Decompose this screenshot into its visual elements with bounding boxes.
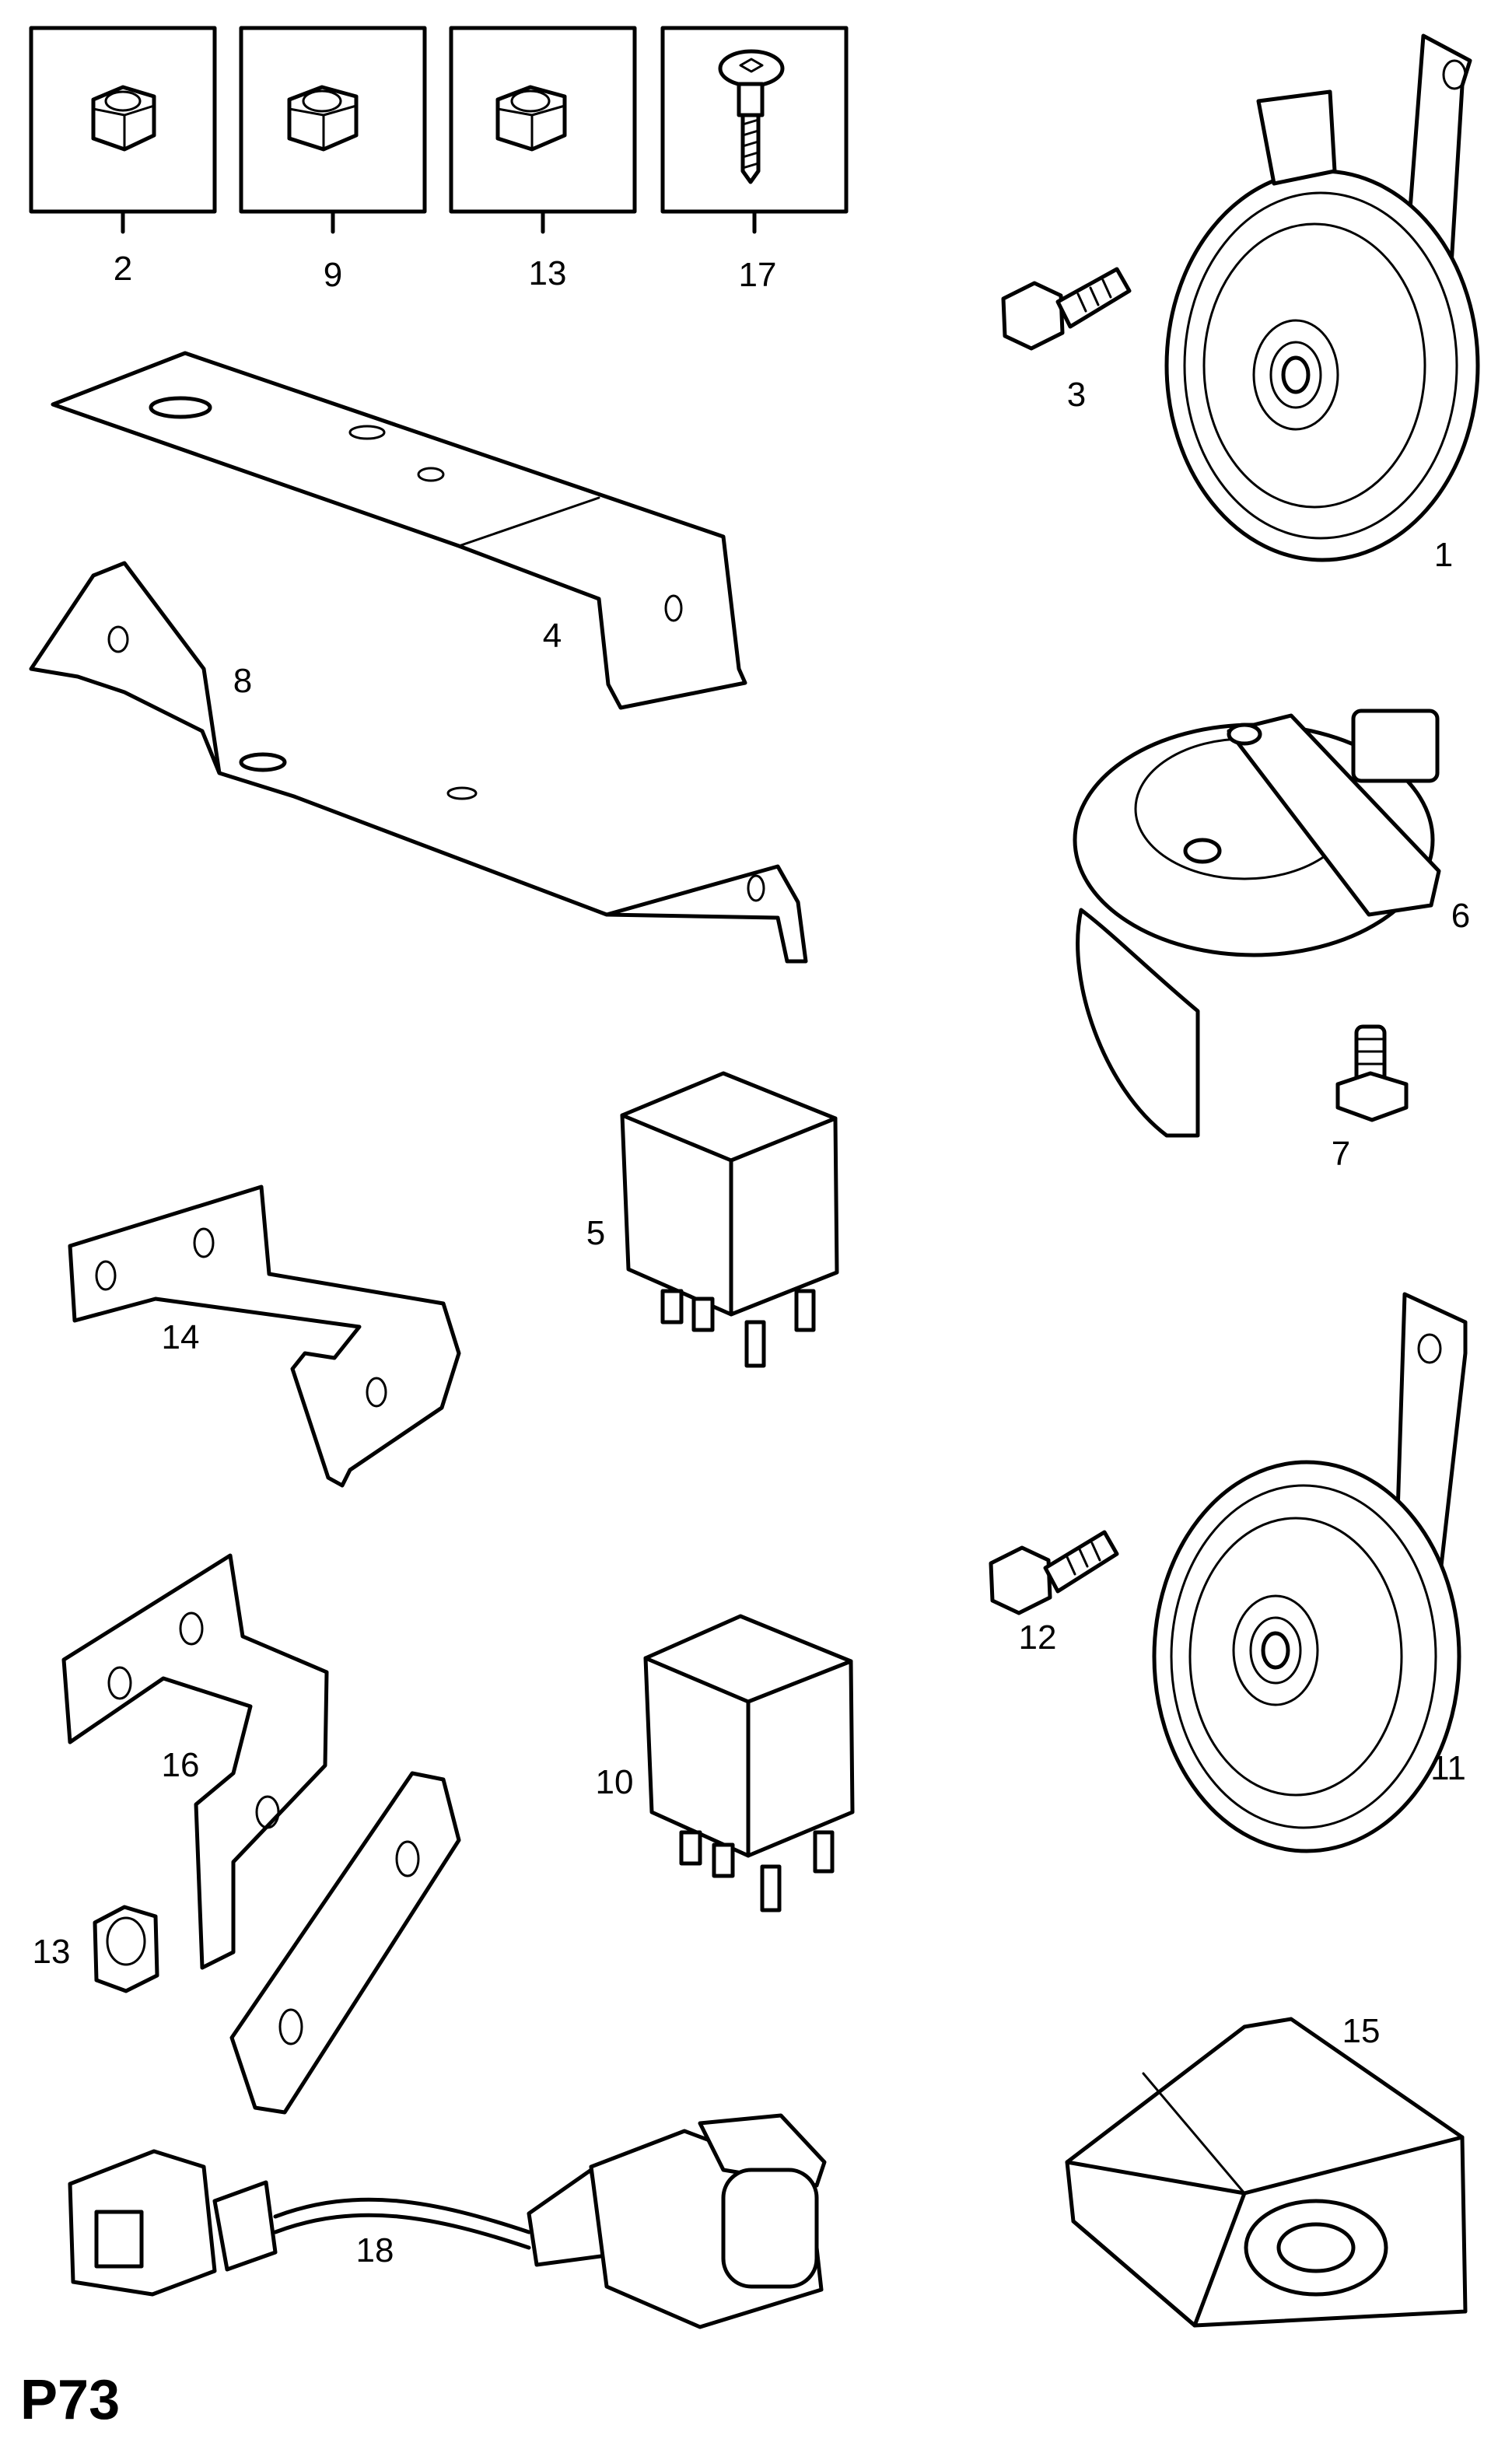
callout-1: 1 bbox=[1434, 536, 1453, 574]
box-part-9[interactable] bbox=[239, 26, 427, 234]
callout-7: 7 bbox=[1332, 1135, 1350, 1173]
bracket-part-16[interactable] bbox=[61, 1553, 329, 1970]
wiring-harness-part-18[interactable] bbox=[68, 2113, 827, 2329]
callout-12: 12 bbox=[1019, 1618, 1057, 1657]
bolt-part-7[interactable] bbox=[1335, 1024, 1409, 1122]
siren-part-15[interactable] bbox=[1065, 2017, 1468, 2328]
horn-part-1[interactable] bbox=[1164, 33, 1480, 562]
nut-part-13[interactable] bbox=[93, 1905, 159, 1993]
bracket-part-14[interactable] bbox=[68, 1185, 461, 1488]
bracket-part-4[interactable] bbox=[51, 351, 747, 710]
callout-11: 11 bbox=[1430, 1749, 1466, 1787]
hex-nut-icon bbox=[495, 85, 567, 152]
box-part-17[interactable] bbox=[660, 26, 849, 234]
callout-5: 5 bbox=[586, 1214, 605, 1252]
callout-17: 17 bbox=[739, 256, 777, 294]
relay-part-5[interactable] bbox=[620, 1071, 839, 1368]
plate-part-16[interactable] bbox=[229, 1771, 461, 2115]
box-part-2[interactable] bbox=[29, 26, 217, 234]
page-code: P73 bbox=[20, 2369, 120, 2431]
callout-6: 6 bbox=[1451, 897, 1470, 935]
callout-10: 10 bbox=[596, 1763, 634, 1801]
callout-14: 14 bbox=[162, 1318, 200, 1356]
relay-part-10[interactable] bbox=[643, 1614, 855, 1912]
callout-9: 9 bbox=[324, 256, 342, 294]
callout-4: 4 bbox=[543, 617, 562, 655]
box-part-13[interactable] bbox=[449, 26, 637, 234]
hex-nut-icon bbox=[287, 85, 359, 152]
bracket-part-8[interactable] bbox=[29, 561, 808, 964]
torx-screw-icon bbox=[718, 49, 785, 184]
bolt-part-3[interactable] bbox=[1001, 267, 1132, 351]
hex-nut-icon bbox=[91, 85, 156, 152]
callout-13-bottom: 13 bbox=[33, 1933, 71, 1971]
callout-3: 3 bbox=[1067, 376, 1086, 414]
horn-part-11[interactable] bbox=[1152, 1292, 1468, 1853]
callout-18: 18 bbox=[356, 2231, 394, 2269]
callout-15: 15 bbox=[1342, 2012, 1381, 2050]
bolt-part-12[interactable] bbox=[989, 1530, 1119, 1615]
callout-8: 8 bbox=[233, 662, 252, 700]
callout-13-top: 13 bbox=[529, 254, 567, 292]
callout-2: 2 bbox=[114, 250, 132, 288]
callout-16: 16 bbox=[162, 1746, 200, 1784]
horn-part-6[interactable] bbox=[1073, 709, 1441, 1138]
